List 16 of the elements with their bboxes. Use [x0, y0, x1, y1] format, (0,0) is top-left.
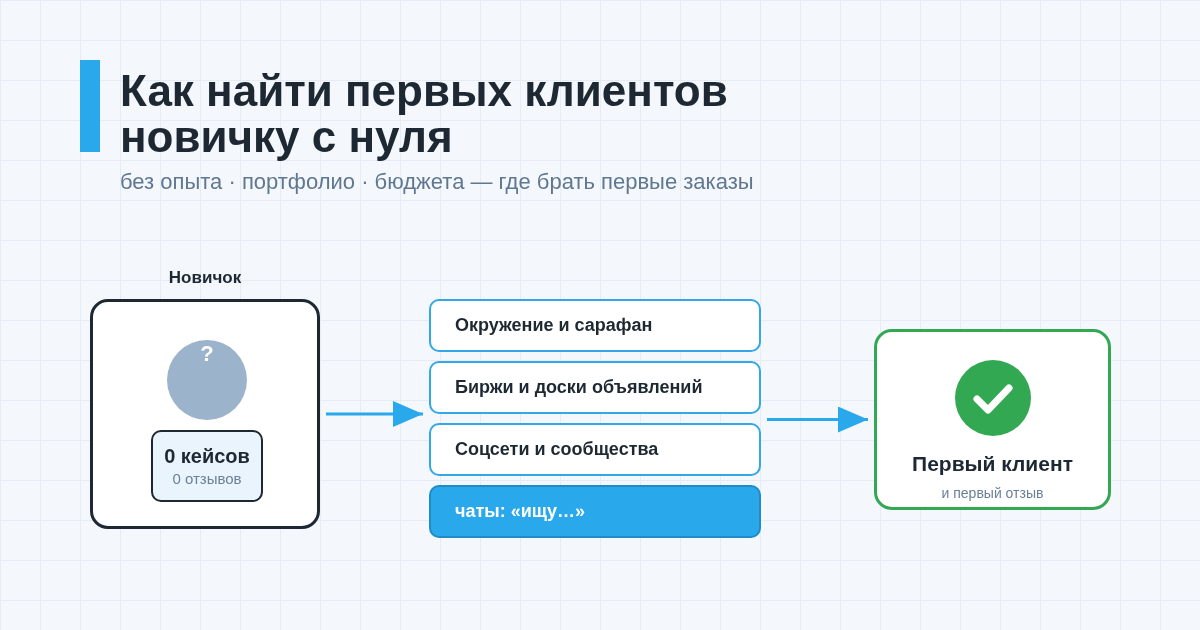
goal-title: Первый клиент	[911, 452, 1074, 476]
arrow	[326, 401, 423, 427]
channel-box: Окружение и сарафан	[429, 299, 761, 352]
cases-count: 0 кейсов	[164, 445, 250, 468]
subtitle: без опыта · портфолио · бюджета — где брать первые заказы	[120, 169, 754, 195]
newcomer-card	[90, 299, 320, 529]
highlighted-channel-box: чаты: «ищу…»	[429, 485, 761, 538]
title: Как найти первых клиентов новичку с нуля	[120, 68, 729, 160]
reviews-count: 0 отзывов	[172, 470, 242, 487]
channel-box: Соцсети и сообщества	[429, 423, 761, 476]
question-mark: ?	[200, 342, 214, 366]
stats-box	[151, 430, 263, 502]
goal-card	[874, 329, 1111, 510]
goal-subtitle: и первый отзыв	[940, 485, 1045, 501]
card-heading: Новичок	[167, 268, 243, 288]
channel-box: Биржи и доски объявлений	[429, 361, 761, 414]
